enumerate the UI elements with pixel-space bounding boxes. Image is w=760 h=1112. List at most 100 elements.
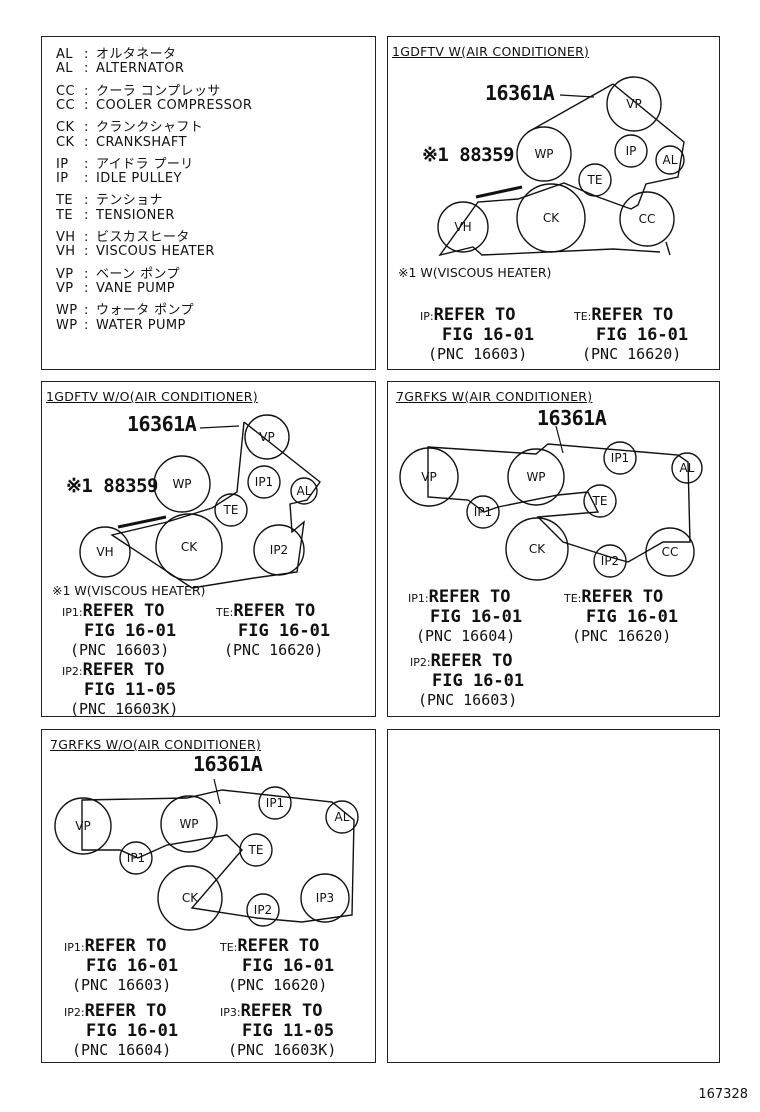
diagram-panel-1gdftv-without-ac: 1GDFTV W/O(AIR CONDITIONER) VP WP IP1 AL… [41, 381, 376, 718]
pulley-al: AL [680, 461, 695, 475]
pulley-ip2: IP2 [270, 543, 288, 557]
pulley-ck: CK [181, 540, 198, 554]
pulley-ip1: IP1 [255, 475, 273, 489]
legend-separator: : [84, 47, 89, 62]
legend-separator: : [84, 303, 89, 319]
legend-code: TE [56, 193, 73, 209]
legend-text: COOLER COMPRESSOR [96, 97, 253, 113]
pulley-cc: CC [662, 545, 679, 559]
pulley-outline [244, 414, 290, 460]
legend-code: CC [56, 97, 75, 113]
legend-text: CRANKSHAFT [96, 134, 187, 150]
pulley-ck: CK [182, 891, 199, 905]
belt-line [559, 94, 595, 98]
legend-row: WP:WATER PUMP [56, 318, 186, 333]
legend-row: TE:TENSIONER [56, 208, 175, 223]
reference-te: TE:REFER TO FIG 16-01 (PNC 16620) [564, 587, 679, 646]
legend-separator: : [84, 193, 89, 209]
pulley-ip2: IP2 [254, 903, 272, 917]
pulley-wp: WP [172, 477, 191, 491]
part-number-belt: 16361A [537, 406, 607, 430]
pulley-wp: WP [179, 817, 198, 831]
belt-line [555, 425, 564, 454]
pulley-vp: VP [421, 470, 436, 484]
legend-separator: : [84, 266, 89, 282]
pulley-ck: CK [543, 211, 560, 225]
reference-ip1: IP1:REFER TO FIG 16-01 (PNC 16603) [62, 601, 177, 660]
pulley-outline [155, 513, 223, 581]
pulley-ip: IP [626, 144, 637, 158]
pulley-te: TE [223, 503, 239, 517]
belt-diagram: VP WP IP AL TE VH CK CC [437, 76, 685, 257]
legend-separator: : [84, 207, 89, 223]
pulley-al: AL [663, 153, 678, 167]
footnote: ※1 W(VISCOUS HEATER) [52, 583, 206, 598]
belt-diagram: VP WP IP1 AL TE VH CK IP2 [79, 414, 321, 589]
pulley-outline [645, 527, 695, 577]
diagram-panel-7grfks-with-ac: 7GRFKS W(AIR CONDITIONER) VP WP IP1 AL I… [387, 381, 720, 717]
pulley-outline [54, 797, 112, 855]
pulley-outline [399, 447, 459, 507]
legend-row: VH:ビスカスヒータ [56, 226, 190, 245]
pulley-outline [253, 524, 305, 576]
legend-row: CK:クランクシャフト [56, 116, 203, 135]
pulley-outline [606, 76, 662, 132]
pulley-outline [258, 786, 292, 820]
legend-text: VISCOUS HEATER [96, 244, 215, 260]
empty-panel [387, 729, 720, 1063]
legend-row: WP:ウォータ ポンプ [56, 299, 194, 318]
reference-te: TE:REFER TO FIG 16-01 (PNC 16620) [216, 601, 331, 660]
pulley-outline [466, 495, 500, 529]
legend-text: IDLE PULLEY [96, 171, 182, 187]
pulley-al: AL [297, 484, 312, 498]
pulley-outline [246, 893, 280, 927]
belt-line [199, 425, 240, 429]
legend-separator: : [84, 134, 89, 150]
pulley-ip1-upper: IP1 [266, 796, 284, 810]
diagram-panel-1gdftv-with-ac: 1GDFTV W(AIR CONDITIONER) VP WP IP AL TE… [387, 36, 720, 370]
reference-ip1: IP1:REFER TO FIG 16-01 (PNC 16603) [64, 936, 179, 995]
legend-row: AL:ALTERNATOR [56, 61, 184, 76]
legend-row: IP:アイドラ プーリ [56, 153, 194, 172]
footnote: ※1 W(VISCOUS HEATER) [398, 265, 552, 280]
pulley-vh: VH [96, 545, 113, 559]
legend-text: クランクシャフト [96, 120, 204, 136]
legend-code: IP [56, 171, 69, 187]
pulley-outline [619, 191, 675, 247]
panel-title: 1GDFTV W(AIR CONDITIONER) [392, 44, 590, 59]
legend-text: ベーン ポンプ [96, 266, 180, 282]
drive-belt [81, 789, 355, 923]
legend-code: VH [56, 230, 76, 245]
legend-text: WATER PUMP [96, 317, 186, 333]
pulley-wp: WP [526, 470, 545, 484]
legend-code: VP [56, 280, 74, 296]
legend-text: ウォータ ポンプ [96, 303, 194, 319]
legend-code: IP [56, 156, 69, 172]
part-number-viscous-belt: ※1 88359 [422, 144, 515, 166]
legend-code: TE [56, 207, 73, 223]
legend-separator: : [84, 97, 89, 113]
legend-code: AL [56, 47, 73, 62]
reference-ip2: IP2:REFER TO FIG 16-01 (PNC 16604) [64, 1001, 179, 1060]
pulley-ip3: IP3 [316, 891, 334, 905]
pulley-outline [437, 201, 489, 253]
legend-separator: : [84, 244, 89, 260]
pulley-outline [79, 526, 131, 578]
reference-te: TE:REFER TO FIG 16-01 (PNC 16620) [220, 936, 335, 995]
pulley-outline [153, 455, 211, 513]
pulley-ip1-lower: IP1 [474, 505, 492, 519]
pulley-te: TE [592, 494, 608, 508]
pulley-ip1-lower: IP1 [127, 851, 145, 865]
page-number: 167328 [698, 1087, 748, 1102]
pulley-outline [507, 448, 565, 506]
part-number-belt: 16361A [127, 412, 197, 436]
part-number-belt: 16361A [485, 81, 555, 105]
drive-belt [427, 443, 691, 563]
pulley-outline [655, 145, 685, 175]
pulley-al: AL [335, 810, 350, 824]
legend-code: VH [56, 244, 76, 260]
legend-row: TE:テンショナ [56, 189, 163, 208]
pulley-vp: VP [259, 430, 274, 444]
diagram-panel-7grfks-without-ac: 7GRFKS W/O(AIR CONDITIONER) VP WP IP1 AL… [41, 729, 376, 1063]
